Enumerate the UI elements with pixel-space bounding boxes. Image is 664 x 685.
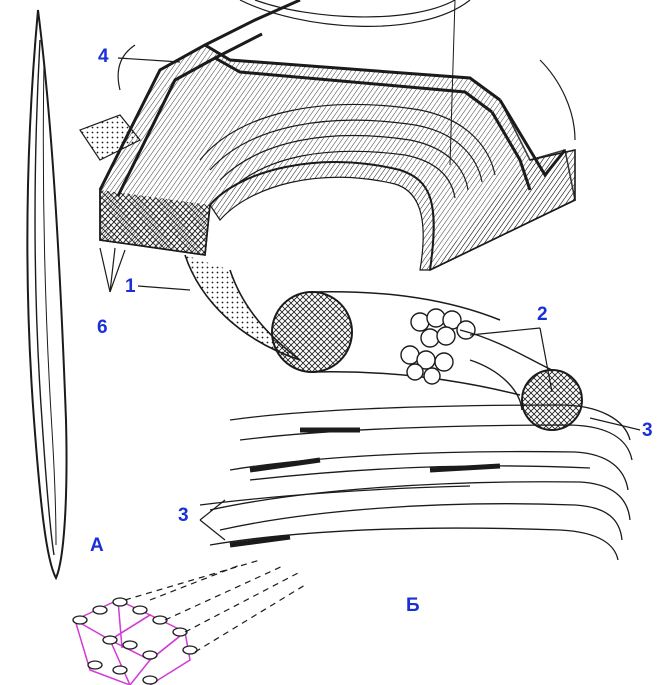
cell-wall-block bbox=[80, 0, 575, 270]
label-4: 4 bbox=[98, 47, 109, 66]
label-6: 6 bbox=[97, 318, 108, 337]
fibrils bbox=[200, 405, 632, 560]
label-3-left: 3 bbox=[178, 506, 189, 525]
label-part-a: А bbox=[90, 536, 104, 555]
fiber-cell-a bbox=[27, 10, 66, 578]
micelle-lattice bbox=[73, 560, 305, 685]
label-2: 2 bbox=[537, 305, 548, 324]
fibril-bundle bbox=[185, 255, 582, 430]
label-1: 1 bbox=[125, 277, 136, 296]
label-3-right: 3 bbox=[642, 421, 653, 440]
label-part-b: Б bbox=[406, 596, 420, 615]
